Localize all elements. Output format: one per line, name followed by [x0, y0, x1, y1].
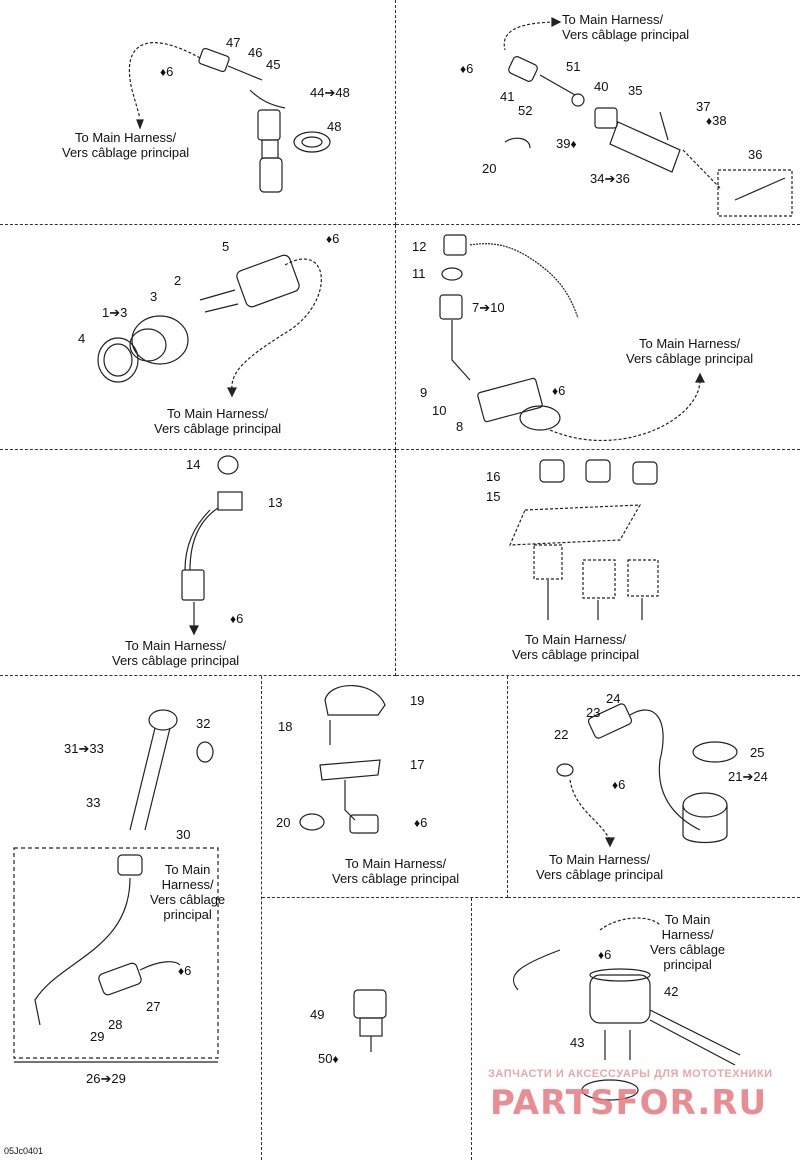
part-label-25: 25 [750, 745, 765, 760]
part-label-6: ♦6 [612, 777, 626, 792]
part-label-17: 17 [410, 757, 425, 772]
part-label-50: 50♦ [318, 1051, 339, 1066]
drop-icon: ♦ [612, 778, 619, 792]
part-label-20: 20 [482, 161, 497, 176]
panel-1 [0, 0, 396, 225]
part-label-43: 43 [570, 1035, 585, 1050]
part-label-6: ♦6 [460, 61, 474, 76]
part-label-10: 10 [432, 403, 447, 418]
part-label-28: 28 [108, 1017, 123, 1032]
harness-label: To Main Harness/ Vers câblage principal [332, 856, 460, 886]
part-label-30: 30 [176, 827, 191, 842]
panel-8 [262, 676, 508, 898]
part-label-13: 13 [268, 495, 283, 510]
part-label-11: 11 [412, 266, 426, 281]
part-label-14: 14 [186, 457, 201, 472]
part-label-47: 47 [226, 35, 241, 50]
drop-icon: ♦ [598, 948, 605, 962]
drop-icon: ♦ [178, 964, 185, 978]
drop-icon: ♦ [460, 62, 467, 76]
part-label-26-29: 26➔29 [86, 1071, 126, 1086]
part-label-35: 35 [628, 83, 643, 98]
part-label-6: ♦6 [160, 64, 174, 79]
part-label-4: 4 [78, 331, 86, 346]
harness-label-stacked: To Main Harness/ Vers câblage principal [150, 862, 226, 922]
part-label-52: 52 [518, 103, 533, 118]
panel-4 [396, 225, 800, 450]
panel-10 [262, 898, 472, 1160]
harness-label: To Main Harness/ Vers câblage principal [112, 638, 240, 668]
part-label-6: ♦6 [326, 231, 340, 246]
part-label-49: 49 [310, 1007, 325, 1022]
part-label-38: ♦38 [706, 113, 727, 128]
part-label-7-10: 7➔10 [472, 300, 505, 315]
part-label-21-24: 21➔24 [728, 769, 768, 784]
part-label-5: 5 [222, 239, 230, 254]
drop-icon: ♦ [230, 612, 237, 626]
drop-icon: ♦ [332, 1052, 339, 1066]
part-label-48: 48 [327, 119, 342, 134]
part-label-31-33: 31➔33 [64, 741, 104, 756]
part-label-3: 3 [150, 289, 158, 304]
part-label-24: 24 [606, 691, 621, 706]
part-label-16: 16 [486, 469, 501, 484]
part-label-20: 20 [276, 815, 291, 830]
watermark-tagline: ЗАПЧАСТИ И АКСЕССУАРЫ ДЛЯ МОТОТЕХНИКИ [488, 1068, 773, 1080]
part-label-51: 51 [566, 59, 581, 74]
part-label-36: 36 [748, 147, 763, 162]
harness-label: To Main Harness/ Vers câblage principal [536, 852, 664, 882]
part-label-23: 23 [586, 705, 601, 720]
panel-5 [0, 450, 396, 676]
part-label-9: 9 [420, 385, 428, 400]
part-label-2: 2 [174, 273, 182, 288]
part-label-18: 18 [278, 719, 293, 734]
drop-icon: ♦ [326, 232, 333, 246]
part-label-34-36: 34➔36 [590, 171, 630, 186]
part-label-8: 8 [456, 419, 464, 434]
panel-2 [396, 0, 800, 225]
part-label-22: 22 [554, 727, 569, 742]
part-label-41: 41 [500, 89, 515, 104]
harness-label-stacked: To Main Harness/ Vers câblage principal [650, 912, 726, 972]
part-label-44-48: 44➔48 [310, 85, 350, 100]
figure-code: 05Jc0401 [4, 1146, 44, 1156]
part-label-42: 42 [664, 984, 679, 999]
harness-label: To Main Harness/ Vers câblage principal [512, 632, 640, 662]
panel-3 [0, 225, 396, 450]
drop-icon: ♦ [706, 114, 713, 128]
part-label-19: 19 [410, 693, 425, 708]
panel-9 [508, 676, 800, 898]
part-label-6: ♦6 [230, 611, 244, 626]
harness-label: To Main Harness/ Vers câblage principal [562, 12, 690, 42]
part-label-27: 27 [146, 999, 161, 1014]
panel-7 [0, 676, 262, 1160]
part-label-6: ♦6 [552, 383, 566, 398]
part-label-6: ♦6 [178, 963, 192, 978]
drop-icon: ♦ [414, 816, 421, 830]
harness-label: To Main Harness/ Vers câblage principal [626, 336, 754, 366]
part-label-45: 45 [266, 57, 281, 72]
part-label-15: 15 [486, 489, 501, 504]
part-label-12: 12 [412, 239, 427, 254]
part-label-40: 40 [594, 79, 609, 94]
drop-icon: ♦ [570, 137, 577, 151]
part-label-33: 33 [86, 795, 101, 810]
harness-label: To Main Harness/ Vers câblage principal [62, 130, 190, 160]
part-label-46: 46 [248, 45, 263, 60]
part-label-1-3: 1➔3 [102, 305, 128, 320]
drop-icon: ♦ [552, 384, 559, 398]
part-label-6: ♦6 [598, 947, 612, 962]
part-label-39: 39♦ [556, 136, 577, 151]
part-label-32: 32 [196, 716, 211, 731]
watermark-logo: PARTSFOR.RU [490, 1083, 768, 1123]
part-label-6: ♦6 [414, 815, 428, 830]
part-label-37: 37 [696, 99, 711, 114]
harness-label: To Main Harness/ Vers câblage principal [154, 406, 282, 436]
drop-icon: ♦ [160, 65, 167, 79]
panel-6 [396, 450, 800, 676]
part-label-29: 29 [90, 1029, 105, 1044]
